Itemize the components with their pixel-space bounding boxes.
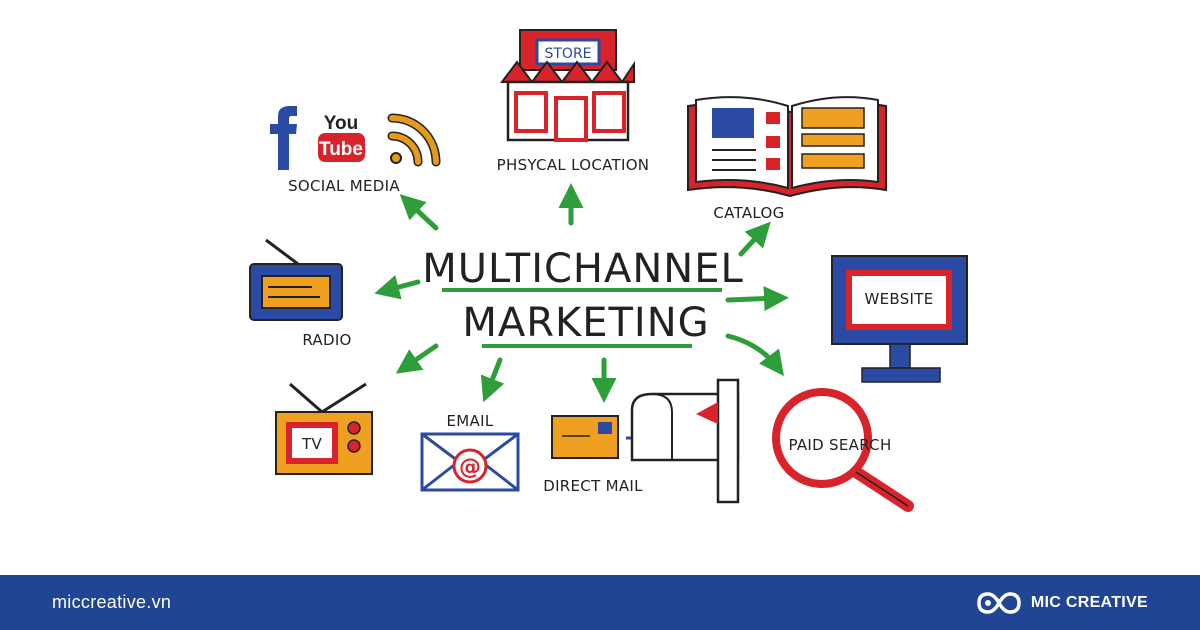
store-icon: STORE — [500, 29, 635, 142]
radio-label: RADIO — [302, 331, 351, 349]
footer-website-link[interactable]: miccreative.vn — [52, 592, 172, 612]
arrow-website — [725, 286, 789, 312]
magnifier-icon — [772, 388, 914, 512]
direct-mail-node: DIRECT MAIL — [543, 378, 740, 504]
brand-name: MIC CREATIVE — [1030, 593, 1148, 611]
paid-search-label: PAID SEARCH — [788, 436, 891, 454]
envelope-icon: @ — [420, 432, 520, 492]
arrow-social-media — [399, 194, 439, 231]
diagram-svg: MULTICHANNEL MARKETING You Tube SOCIAL — [249, 29, 968, 512]
brand: MIC CREATIVE — [977, 590, 1148, 616]
physical-location-label: PHSYCAL LOCATION — [497, 156, 650, 174]
facebook-icon — [270, 106, 297, 170]
arrow-email — [480, 357, 505, 403]
svg-text:You: You — [324, 113, 358, 134]
footer-bar: miccreative.vn MIC CREATIVE — [0, 575, 1200, 630]
tv-icon — [275, 382, 373, 475]
paid-search-node: PAID SEARCH — [772, 388, 914, 512]
brand-logo-icon — [977, 591, 1021, 614]
mailbox-icon — [630, 378, 740, 504]
svg-text:STORE: STORE — [544, 46, 591, 62]
social-media-label: SOCIAL MEDIA — [288, 177, 400, 195]
monitor-icon — [831, 255, 968, 383]
rss-icon — [387, 113, 441, 167]
email-label: EMAIL — [447, 412, 494, 430]
letter-icon — [551, 415, 619, 459]
radio-icon — [249, 238, 343, 321]
radio-node: RADIO — [249, 238, 351, 349]
arrow-catalog — [738, 221, 771, 257]
store-node: STORE PHSYCAL LOCATION — [497, 29, 650, 174]
arrow-radio — [374, 275, 421, 300]
website-label: WEBSITE — [864, 290, 933, 308]
arrows — [374, 183, 789, 403]
title-line1: MULTICHANNEL — [422, 246, 744, 292]
title-line2: MARKETING — [462, 300, 709, 346]
diagram-canvas: MULTICHANNEL MARKETING You Tube SOCIAL — [249, 29, 968, 512]
svg-text:@: @ — [459, 455, 481, 480]
tv-node: TV — [275, 382, 373, 475]
tv-label: TV — [301, 435, 322, 453]
catalog-book-icon — [687, 96, 887, 198]
arrow-paid-search — [725, 333, 785, 376]
arrow-tv — [395, 343, 439, 374]
youtube-icon: You Tube — [318, 113, 365, 162]
svg-text:Tube: Tube — [319, 139, 363, 160]
direct-mail-label: DIRECT MAIL — [543, 477, 643, 495]
website-node: WEBSITE — [831, 255, 968, 383]
catalog-label: CATALOG — [713, 204, 784, 222]
email-node: EMAIL @ — [420, 412, 520, 492]
center-title: MULTICHANNEL MARKETING — [422, 246, 744, 348]
social-media-node: You Tube SOCIAL MEDIA — [270, 106, 441, 195]
catalog-node: CATALOG — [687, 96, 887, 222]
